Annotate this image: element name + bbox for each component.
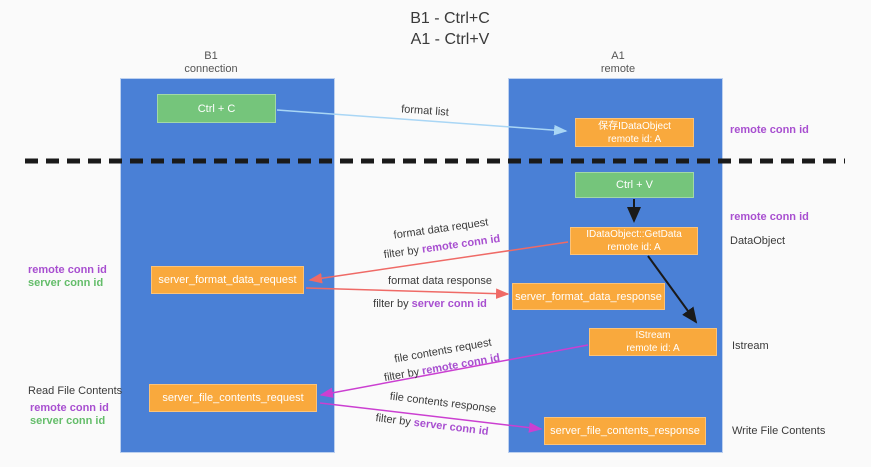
format-data-response-filter-label: filter by server conn id [373, 298, 487, 310]
format-data-response-arrow [305, 287, 510, 299]
server-format-data-response-box: server_format_data_response [512, 283, 665, 310]
dataobject-annotation: DataObject [730, 235, 786, 247]
remote-conn-id-annotation-top: remote conn id [730, 124, 809, 136]
server-format-data-request-label: server_format_data_request [158, 274, 297, 286]
server-file-contents-response-box: server_file_contents_response [544, 417, 706, 445]
remote-conn-id-annotation-mid: remote conn id [730, 211, 809, 223]
file-contents-request-arrow [319, 344, 589, 398]
write-file-contents-annotation: Write File Contents [732, 425, 826, 437]
lifeline-a1-name: A1 [611, 50, 625, 62]
lifeline-header-a1: A1 remote [601, 50, 635, 76]
server-format-data-request-box: server_format_data_request [151, 266, 304, 294]
format-list-arrow [276, 109, 568, 136]
getdata-line1: IDataObject::GetData [586, 229, 682, 240]
server-file-contents-response-label: server_file_contents_response [550, 425, 700, 437]
title-line-1: B1 - Ctrl+C [410, 10, 490, 27]
server-file-contents-request-label: server_file_contents_request [162, 392, 304, 404]
save-dataobject-line1: 保存IDataObject [598, 120, 671, 132]
left-remote-conn-id-annotation-2: remote conn id [30, 402, 109, 414]
save-dataobject-line2: remote id: A [607, 133, 662, 145]
getdata-to-istream-arrow [647, 255, 698, 324]
getdata-box: IDataObject::GetData remote id: A [570, 227, 698, 255]
left-server-conn-id-annotation-2: server conn id [30, 415, 106, 427]
server-format-data-response-label: server_format_data_response [515, 290, 662, 303]
lifeline-header-b1: B1 connection [184, 50, 237, 76]
format-data-response-arrow-label: format data response [388, 275, 492, 287]
format-data-request-arrow [308, 241, 569, 284]
getdata-line2: remote id: A [607, 242, 661, 253]
istream-annotation: Istream [732, 340, 769, 352]
istream-line1: IStream [635, 330, 671, 341]
server-file-contents-request-box: server_file_contents_request [149, 384, 317, 412]
file-contents-response-arrow [319, 402, 543, 433]
save-dataobject-box: 保存IDataObject remote id: A [575, 118, 694, 147]
istream-line2: remote id: A [626, 343, 680, 354]
server-conn-id-text: server conn id [411, 298, 487, 310]
diagram-title: B1 - Ctrl+C A1 - Ctrl+V [410, 8, 490, 50]
lifeline-a1-role: remote [600, 63, 636, 75]
filter-by-text: filter by [373, 298, 409, 310]
istream-box: IStream remote id: A [589, 328, 717, 356]
left-remote-conn-id-annotation-1: remote conn id [28, 264, 107, 276]
lifeline-b1-name: B1 [204, 50, 218, 62]
read-file-contents-annotation: Read File Contents [28, 385, 123, 397]
ctrl-c-label: Ctrl + C [197, 102, 236, 115]
left-server-conn-id-annotation-1: server conn id [28, 277, 104, 289]
title-line-2: A1 - Ctrl+V [410, 31, 490, 48]
ctrl-v-label: Ctrl + V [616, 179, 653, 191]
lifeline-b1-role: connection [184, 63, 238, 75]
ctrl-c-box: Ctrl + C [157, 94, 276, 123]
ctrl-v-box: Ctrl + V [575, 172, 694, 198]
